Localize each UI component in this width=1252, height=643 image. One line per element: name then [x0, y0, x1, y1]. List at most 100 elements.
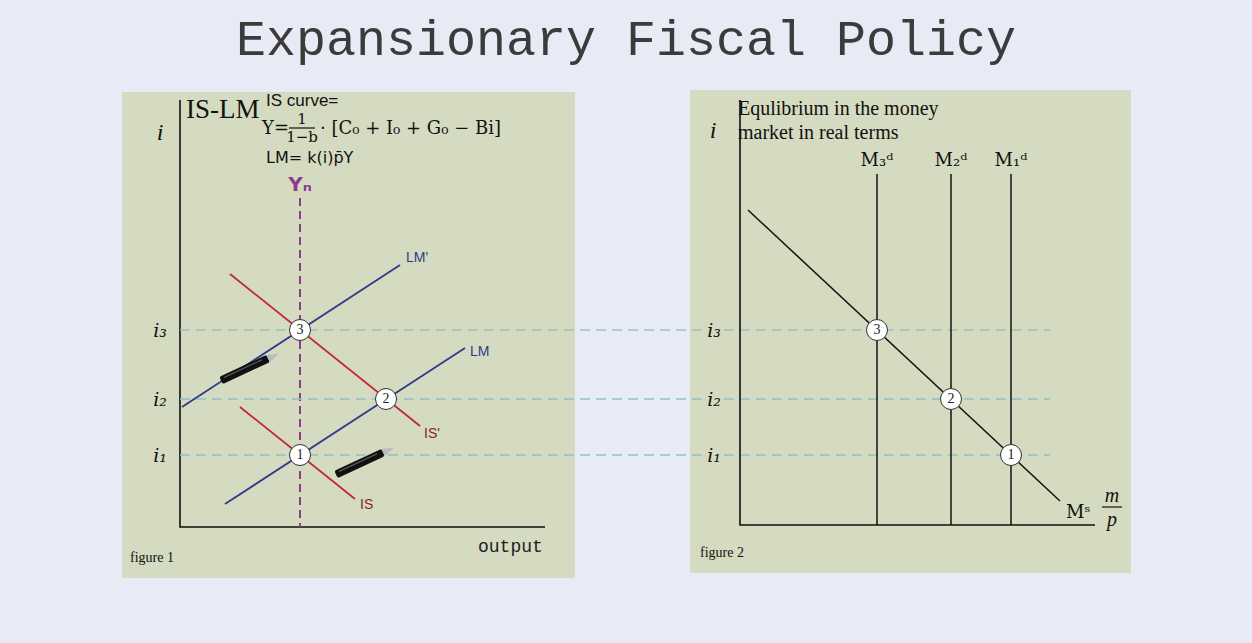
- axis-label: output: [478, 537, 543, 557]
- equation-term: Y=: [262, 117, 289, 138]
- is-curve: [240, 407, 355, 499]
- pen-body: [334, 449, 385, 478]
- pen-icon: [334, 444, 395, 478]
- label-holder: LM: [470, 344, 489, 359]
- label-holder: i₁: [153, 445, 167, 466]
- label-holder: i₃: [153, 320, 167, 341]
- label-holder: 1−b: [286, 129, 318, 146]
- label-holder: i₃: [705, 320, 723, 341]
- axis-label: m: [1105, 484, 1119, 506]
- label-holder: p: [1107, 508, 1117, 530]
- label-holder: Mˢ: [1066, 502, 1091, 522]
- text-holder: 2: [383, 391, 390, 406]
- lm-curve: [182, 265, 400, 407]
- lm-curve: [225, 348, 465, 504]
- axis-label: i: [157, 119, 164, 145]
- is-curve: [230, 274, 420, 426]
- label-holder: IS': [424, 426, 440, 441]
- rate-label: i₁: [153, 444, 167, 466]
- label-holder: Yₙ: [288, 173, 312, 195]
- page-title: Expansionary Fiscal Policy: [236, 13, 1016, 70]
- natural-output-label: Yₙ: [288, 172, 312, 196]
- figure-panel: Equlibrium in the money market in real t…: [690, 90, 1131, 573]
- money-demand-line: [1010, 174, 1012, 525]
- pen-shine: [339, 454, 377, 472]
- axes: [740, 100, 1095, 525]
- label-holder: LM= k(i)p̄Y: [266, 149, 353, 167]
- rate-label: i₃: [705, 319, 723, 341]
- text-holder: 3: [297, 322, 304, 337]
- callout-number: 1: [297, 447, 304, 462]
- pen-icon: [219, 350, 280, 384]
- callout-number: 1: [1008, 447, 1015, 462]
- label-holder: Y=: [262, 118, 289, 138]
- rate-label: i₂: [153, 388, 167, 410]
- label-holder: M₃ᵈ: [861, 150, 894, 170]
- curve-label: IS: [360, 496, 373, 512]
- callout-number: 3: [297, 322, 304, 337]
- natural-output-line: [299, 198, 301, 527]
- curve-label: IS': [424, 425, 440, 441]
- money-demand-line: [950, 174, 952, 525]
- pen-shine: [224, 360, 262, 378]
- pen-body: [219, 355, 270, 384]
- axis-label: i: [710, 117, 717, 143]
- text-holder: IS-LM: [186, 95, 260, 125]
- label-holder: output: [478, 538, 543, 558]
- money-demand-line: [876, 174, 878, 525]
- equilibrium-point: 1: [1000, 444, 1022, 466]
- fraction-denominator: 1−b: [286, 128, 318, 146]
- pen-nib: [381, 444, 395, 456]
- figure-caption: figure 1: [130, 550, 174, 565]
- callout-number: 3: [874, 322, 881, 337]
- label-holder: LM': [406, 250, 428, 265]
- panel-heading: Equlibrium in the money market in real t…: [738, 97, 939, 143]
- equation-term: · [C₀ + I₀ + G₀ − Bi]: [320, 117, 501, 138]
- fraction-bar: [1102, 506, 1122, 507]
- supply-label: Mˢ: [1066, 501, 1091, 522]
- text-holder: figure 2: [700, 545, 744, 560]
- axis-label: p: [1107, 508, 1117, 530]
- demand-label: M₂ᵈ: [935, 149, 968, 170]
- label-holder: m: [1105, 484, 1119, 506]
- equilibrium-point: 3: [866, 319, 888, 341]
- equation-label: IS curve=: [266, 91, 338, 110]
- label-holder: M₁ᵈ: [995, 150, 1028, 170]
- curve-label: LM: [470, 343, 489, 359]
- label-holder: i₂: [153, 389, 167, 410]
- rate-label: i₂: [705, 388, 723, 410]
- demand-label: M₃ᵈ: [861, 149, 894, 170]
- callout-number: 2: [383, 391, 390, 406]
- label-holder: IS curve=: [266, 92, 338, 111]
- text-holder: 1: [297, 447, 304, 462]
- axes: [180, 100, 545, 527]
- equilibrium-point: 2: [940, 388, 962, 410]
- label-holder: IS: [360, 497, 373, 512]
- callout-number: 2: [948, 391, 955, 406]
- panel-ground: [122, 92, 575, 578]
- figure-caption: figure 2: [700, 545, 744, 560]
- rate-guide: [180, 398, 1050, 400]
- panel-heading: IS-LM: [186, 94, 260, 124]
- equation-label: LM= k(i)p̄Y: [266, 148, 353, 167]
- fraction-numerator: 1: [297, 110, 307, 128]
- label-holder: i: [710, 117, 717, 143]
- text-holder: 1: [1008, 447, 1015, 462]
- demand-label: M₁ᵈ: [995, 149, 1028, 170]
- text-holder: 3: [874, 322, 881, 337]
- pen-nib: [266, 350, 280, 362]
- rate-label: i₃: [153, 319, 167, 341]
- label-holder: i₁: [705, 445, 723, 466]
- text-holder: figure 1: [130, 550, 174, 565]
- title-wrap: Expansionary Fiscal Policy: [0, 14, 1252, 69]
- equilibrium-point: 2: [375, 388, 397, 410]
- label-holder: i₂: [705, 389, 723, 410]
- label-holder: 1: [297, 111, 307, 128]
- text-holder: 2: [948, 391, 955, 406]
- equilibrium-point: 3: [289, 319, 311, 341]
- rate-label: i₁: [705, 444, 723, 466]
- equilibrium-point: 1: [289, 444, 311, 466]
- text-holder: Equlibrium in the money market in real t…: [738, 96, 993, 144]
- curve-label: LM': [406, 249, 428, 265]
- label-holder: M₂ᵈ: [935, 150, 968, 170]
